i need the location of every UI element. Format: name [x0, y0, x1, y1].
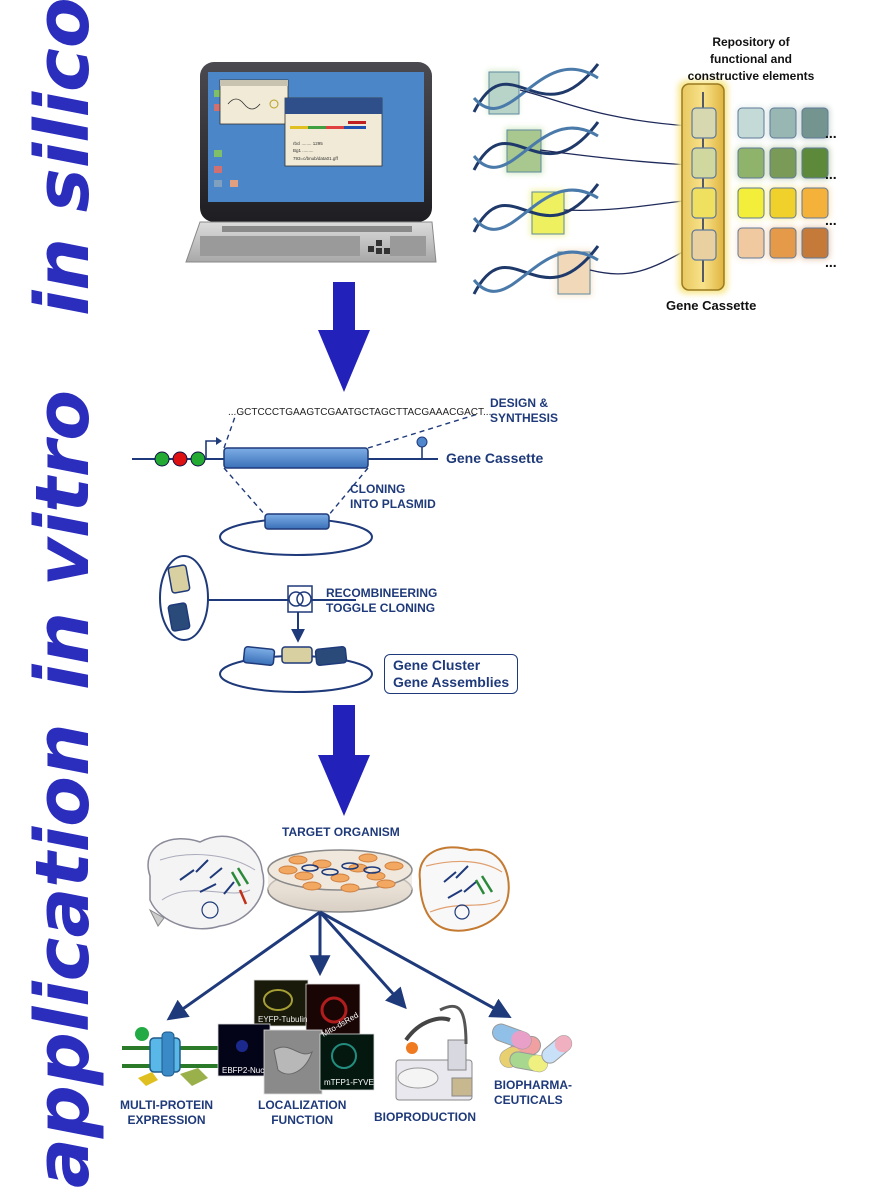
bacterium — [376, 879, 396, 889]
application-arrows — [166, 910, 512, 1021]
gene-cassette-column — [678, 80, 728, 294]
pills-icon — [492, 1023, 573, 1073]
design-synthesis-label: DESIGN & SYNTHESIS — [490, 396, 559, 425]
bacterium — [294, 871, 314, 881]
dna-helix-4 — [472, 245, 691, 296]
dna-helix-group — [472, 63, 691, 296]
target-organism-label: TARGET ORGANISM — [282, 825, 400, 839]
micrograph-fyve — [319, 1033, 375, 1091]
cloning-label: CLONING INTO PLASMID — [350, 482, 436, 511]
bioproduction-icon — [395, 1004, 473, 1101]
element-swatch — [769, 147, 797, 179]
dna-helix-1 — [472, 63, 691, 127]
bacterium — [340, 883, 360, 893]
bioproduction-label: BIOPRODUCTION — [374, 1110, 476, 1124]
multi-protein-label: MULTI-PROTEIN EXPRESSION — [120, 1098, 214, 1127]
swatch-ellipsis-3: ... — [825, 212, 837, 228]
plasmid-with-cassette — [219, 513, 373, 556]
bacterium — [278, 865, 298, 875]
bacterium — [358, 853, 378, 863]
caption-ebfp2-nuc: EBFP2-Nuc — [222, 1066, 265, 1075]
element-swatch — [801, 187, 829, 219]
bacterium — [330, 873, 350, 883]
promoter-dot-1 — [154, 451, 170, 467]
biopharma-label: BIOPHARMA- CEUTICALS — [494, 1078, 572, 1107]
element-swatch — [737, 147, 765, 179]
computer-keyboard — [185, 221, 437, 263]
element-swatch — [737, 187, 765, 219]
plasmid-in-cell — [363, 866, 381, 874]
swatch-ellipsis-1: ... — [825, 125, 837, 141]
element-swatch — [801, 107, 829, 139]
svg-text:Bg1 .........: Bg1 ......... — [293, 148, 314, 153]
gene-cassette-bar — [223, 447, 369, 469]
cell-illustration-left — [147, 835, 265, 930]
element-swatch — [737, 107, 765, 139]
swatch-ellipsis-4: ... — [825, 254, 837, 270]
element-swatch — [769, 187, 797, 219]
recombineering-icon — [287, 585, 313, 643]
gene-cassette-label: Gene Cassette — [446, 450, 544, 466]
plasmid-in-cell — [341, 862, 359, 870]
recombineering-label: RECOMBINEERING TOGGLE CLONING — [326, 586, 438, 615]
bacterium — [288, 855, 308, 865]
computer-monitor: rbcl ........ 1295 Bg1 ......... 793=c/b… — [200, 62, 432, 222]
promoter-dot-2 — [172, 451, 188, 467]
element-swatch — [737, 227, 765, 259]
repository-title: Repository of functional and constructiv… — [687, 35, 815, 83]
caption-eyfp-tubulin: EYFP-Tubulin — [258, 1015, 308, 1024]
gene-cassette-construct — [132, 413, 479, 517]
bacterium — [312, 859, 332, 869]
localization-label: LOCALIZATION FUNCTION — [258, 1098, 347, 1127]
svg-text:rbcl ........ 1295: rbcl ........ 1295 — [293, 141, 323, 146]
caption-mtfp1-fyve: mTFP1-FYVE — [324, 1078, 374, 1087]
terminator-icon — [416, 436, 428, 448]
multi-protein-icon — [122, 1027, 218, 1086]
petri-dish — [267, 849, 413, 913]
micrograph-mito — [305, 983, 361, 1039]
element-swatch-grid — [736, 106, 830, 260]
gene-cluster-box: Gene Cluster Gene Assemblies — [384, 654, 519, 694]
dna-sequence: ...GCTCCCTGAAGTCGAATGCTAGCTTACGAAACGACT.… — [228, 407, 492, 418]
gene-cluster-plasmid — [219, 646, 373, 693]
big-arrow-vitro-to-application — [318, 705, 370, 816]
bacterium — [384, 861, 404, 871]
swatch-ellipsis-2: ... — [825, 166, 837, 182]
cell-illustration-right — [418, 846, 510, 932]
element-swatch — [769, 227, 797, 259]
big-arrow-silico-to-vitro — [318, 282, 370, 392]
bacterium — [302, 881, 322, 891]
plasmid-in-cell — [321, 868, 339, 876]
micrograph-tubulin — [253, 979, 309, 1027]
gene-cassette-caption: Gene Cassette — [666, 298, 757, 313]
dna-helix-2 — [472, 121, 691, 174]
element-swatch — [801, 227, 829, 259]
svg-text:793=c/bnub/data01.gff: 793=c/bnub/data01.gff — [293, 156, 339, 161]
element-swatch — [769, 107, 797, 139]
promoter-dot-3 — [190, 451, 206, 467]
dish-bacteria — [278, 853, 404, 893]
plasmid-in-cell — [301, 864, 319, 872]
donor-plasmid — [159, 555, 356, 641]
element-swatch — [801, 147, 829, 179]
micrograph-panels — [217, 979, 375, 1095]
dna-helix-3 — [472, 183, 691, 236]
